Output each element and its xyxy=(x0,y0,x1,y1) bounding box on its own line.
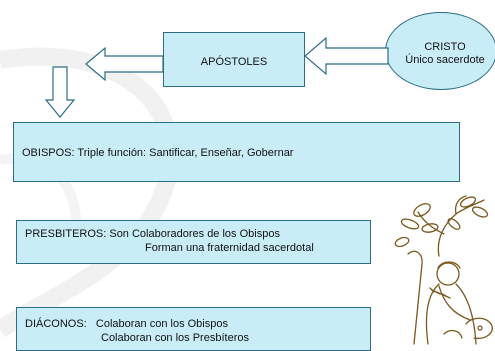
arrow-cristo-to-apostoles xyxy=(304,36,389,76)
presbiteros-line2: Forman una fraternidad sacerdotal xyxy=(145,242,314,254)
apostoles-node: APÓSTOLES xyxy=(163,32,305,87)
diaconos-line2: Colaboran con los Presbíteros xyxy=(101,332,249,344)
apostoles-label: APÓSTOLES xyxy=(200,56,268,68)
presbiteros-line1: PRESBITEROS: Son Colaboradores de los Ob… xyxy=(25,228,280,240)
presbiteros-node: PRESBITEROS: Son Colaboradores de los Ob… xyxy=(16,220,371,264)
obispos-text: OBISPOS: Triple función: Santificar, Ens… xyxy=(22,147,294,159)
cristo-subtitle: Único sacerdote xyxy=(405,54,485,66)
arrow-apostoles-left xyxy=(85,46,164,82)
shepherd-illustration-icon xyxy=(394,195,493,345)
diaconos-line1: DIÁCONOS: Colaboran con los Obispos xyxy=(25,318,228,330)
cristo-title: CRISTO xyxy=(424,41,466,53)
arrow-down-to-obispos xyxy=(44,66,76,118)
diaconos-node: DIÁCONOS: Colaboran con los Obispos Cola… xyxy=(16,307,371,351)
cristo-node: CRISTO Único sacerdote xyxy=(385,12,495,90)
obispos-node: OBISPOS: Triple función: Santificar, Ens… xyxy=(13,122,460,182)
